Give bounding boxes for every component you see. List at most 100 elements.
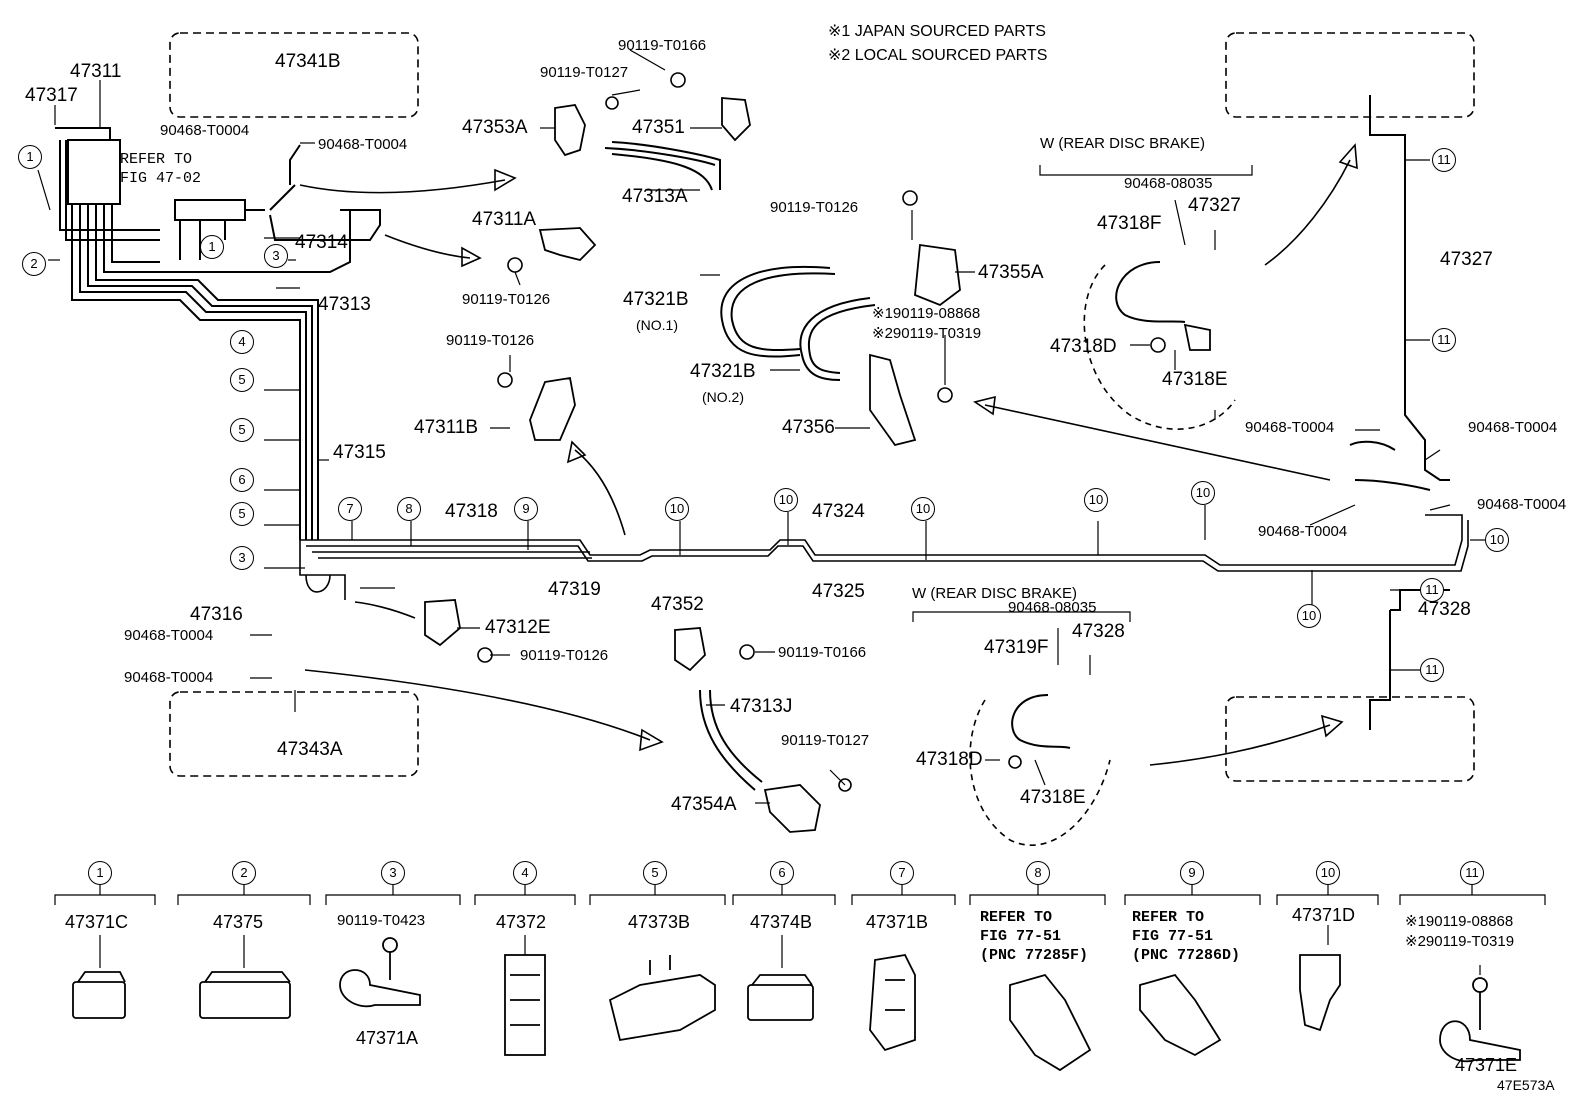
legend-circle: 7 bbox=[890, 861, 914, 885]
part-label: 90468-T0004 bbox=[1258, 523, 1348, 540]
hose-no2-label: (NO.2) bbox=[702, 389, 744, 405]
part-label: 47328 bbox=[1072, 621, 1125, 642]
callout-circle: 10 bbox=[1485, 528, 1509, 552]
part-label: 47313 bbox=[318, 294, 371, 315]
part-label: 47314 bbox=[295, 232, 348, 253]
legend-part-2: ※290119-T0319 bbox=[1405, 933, 1515, 950]
abs-bundle bbox=[55, 127, 381, 540]
legend-ref: REFER TO FIG 77-51 (PNC 77286D) bbox=[1132, 909, 1241, 964]
rear-lines bbox=[1369, 95, 1450, 730]
part-label: 47355A bbox=[978, 262, 1044, 283]
callout-circle: 1 bbox=[18, 145, 42, 169]
callout-circle: 3 bbox=[264, 244, 288, 268]
part-label: 90468-T0004 bbox=[1468, 419, 1558, 436]
legend-part: ※190119-08868 bbox=[1405, 913, 1514, 930]
callout-circle: 5 bbox=[230, 368, 254, 392]
legend-brackets bbox=[54, 885, 1546, 975]
leaders bbox=[37, 49, 1485, 804]
part-label: 90468-T0004 bbox=[318, 136, 408, 153]
callout-circle: 6 bbox=[230, 468, 254, 492]
brackets bbox=[424, 97, 1211, 833]
main-line bbox=[299, 514, 1469, 600]
callout-circle: 10 bbox=[911, 497, 935, 521]
part-label: 90119-T0126 bbox=[770, 199, 859, 216]
legend-part: 47371B bbox=[866, 912, 929, 932]
part-label: 47313A bbox=[622, 186, 688, 207]
part-label: 47318D bbox=[1050, 336, 1117, 357]
part-label: 47318E bbox=[1162, 369, 1228, 390]
dashed-circle-lower bbox=[969, 699, 1111, 846]
dashed-box-top-right bbox=[1225, 32, 1475, 118]
arrows bbox=[299, 143, 1358, 766]
dashed-box-top-left bbox=[169, 32, 419, 118]
part-label: 90119-T0126 bbox=[462, 291, 551, 308]
part-label: 47341B bbox=[275, 51, 341, 72]
callout-circle: 5 bbox=[230, 502, 254, 526]
part-label: 90468-T0004 bbox=[124, 627, 214, 644]
callout-circle: 3 bbox=[230, 546, 254, 570]
legend-circle: 6 bbox=[770, 861, 794, 885]
part-label: 90119-T0126 bbox=[520, 647, 609, 664]
hoses bbox=[604, 141, 1431, 791]
part-label: 90119-T0127 bbox=[781, 732, 870, 749]
part-label: 47327 bbox=[1440, 249, 1493, 270]
legend-circle: 2 bbox=[232, 861, 256, 885]
rear-disc-brake-label-upper: W (REAR DISC BRAKE) bbox=[1040, 135, 1206, 152]
legend-sub: 47371E bbox=[1455, 1055, 1518, 1075]
part-label: 90119-T0126 bbox=[446, 332, 535, 349]
legend-part: 90119-T0423 bbox=[337, 912, 426, 929]
legend-circle: 11 bbox=[1460, 861, 1484, 885]
part-label: 47321B bbox=[690, 361, 756, 382]
part-label: 47351 bbox=[632, 117, 685, 138]
legend-part: 47371C bbox=[65, 912, 129, 932]
legend-circle: 9 bbox=[1180, 861, 1204, 885]
part-label: 47321B bbox=[623, 289, 689, 310]
part-label: 90468-T0004 bbox=[1477, 496, 1567, 513]
legend-circle: 1 bbox=[88, 861, 112, 885]
dashed-box-bottom-left bbox=[169, 691, 419, 777]
part-label: 90119-T0166 bbox=[778, 644, 867, 661]
callout-circle: 11 bbox=[1432, 328, 1456, 352]
dashed-circle-upper bbox=[1083, 264, 1236, 430]
callout-circle: 7 bbox=[338, 497, 362, 521]
note-japan-sourced: ※1 JAPAN SOURCED PARTS bbox=[828, 23, 1046, 40]
callout-circle: 4 bbox=[230, 330, 254, 354]
part-label: 90119-T0166 bbox=[618, 37, 707, 54]
callout-circle: 5 bbox=[230, 418, 254, 442]
part-label: 90119-T0127 bbox=[540, 64, 629, 81]
clip-drawings bbox=[72, 937, 1521, 1072]
legend-part: 47375 bbox=[213, 912, 264, 932]
part-label: 47325 bbox=[812, 581, 865, 602]
part-label: 47312E bbox=[485, 617, 551, 638]
part-label: 47311 bbox=[70, 61, 122, 82]
legend-circle: 4 bbox=[513, 861, 537, 885]
part-label: 47319F bbox=[984, 637, 1049, 658]
part-label: 47343A bbox=[277, 739, 343, 760]
part-label: 47317 bbox=[25, 85, 78, 106]
callout-circle: 10 bbox=[1297, 604, 1321, 628]
part-label: 47318 bbox=[445, 501, 498, 522]
part-label: 47318E bbox=[1020, 787, 1086, 808]
callout-circle: 8 bbox=[397, 497, 421, 521]
part-label: 47356 bbox=[782, 417, 835, 438]
part-label: 47313J bbox=[730, 696, 793, 717]
part-label: 90468-T0004 bbox=[1245, 419, 1335, 436]
legend-part: 47371D bbox=[1292, 905, 1356, 925]
part-label: 47327 bbox=[1188, 195, 1241, 216]
hose-no1-label: (NO.1) bbox=[636, 317, 678, 333]
legend-circle: 8 bbox=[1026, 861, 1050, 885]
part-label: 47353A bbox=[462, 117, 528, 138]
part-label: 90468-T0004 bbox=[160, 122, 250, 139]
part-label: 47328 bbox=[1418, 599, 1471, 620]
part-label: 47311A bbox=[472, 209, 537, 230]
legend-ref: REFER TO FIG 77-51 (PNC 77285F) bbox=[980, 909, 1089, 964]
callout-circle: 10 bbox=[1191, 481, 1215, 505]
diagram-id: 47E573A bbox=[1497, 1077, 1555, 1093]
dashed-box-bottom-right bbox=[1225, 696, 1475, 782]
callout-circle: 10 bbox=[1084, 488, 1108, 512]
part-label: 47316 bbox=[190, 604, 243, 625]
part-label: 47311B bbox=[414, 417, 479, 438]
legend-circle: 5 bbox=[643, 861, 667, 885]
part-label: 90468-08035 bbox=[1124, 175, 1213, 192]
